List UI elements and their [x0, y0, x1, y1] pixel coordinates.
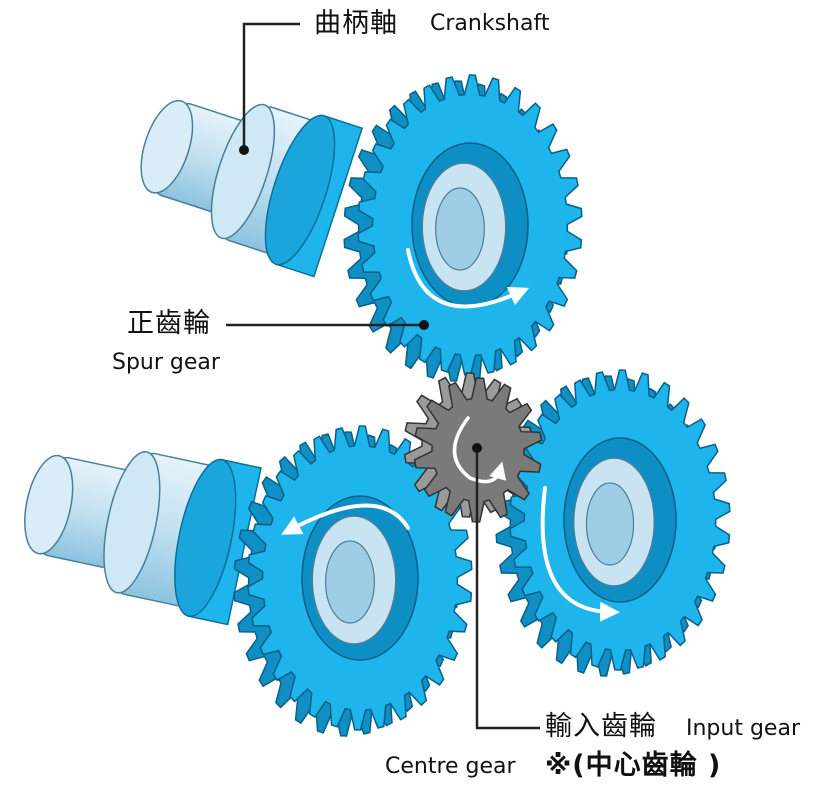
centre-gear-leader — [475, 448, 540, 730]
crankshaft-dot — [239, 145, 249, 155]
crankshaft-label-en: Crankshaft — [430, 11, 550, 36]
curved-arrow-icon — [281, 503, 410, 535]
input-gear-spline — [585, 482, 635, 566]
centre-gear-label-en: Centre gear — [385, 754, 516, 779]
spur-gear-spline — [435, 187, 485, 271]
spur-gear-label-cn: 正齒輪 — [127, 308, 211, 339]
lower-gear — [233, 425, 473, 737]
curved-arrow-icon — [540, 486, 620, 622]
leader-lines — [226, 22, 540, 730]
lower-gear-spline — [325, 540, 375, 624]
leader-dots — [239, 145, 482, 453]
centre-gear-label-cn: ※(中心齒輪 ) — [545, 750, 722, 781]
spur-gear — [343, 74, 583, 382]
centre-gear-dot — [472, 443, 482, 453]
crankshaft-label-cn: 曲柄軸 — [314, 8, 398, 39]
input-gear-label-cn: 輸入齒輪 — [545, 711, 657, 742]
crankshaft-leader — [242, 22, 300, 150]
input-gear-label-en: Input gear — [686, 716, 800, 741]
upper-crankshaft — [140, 99, 364, 278]
curved-arrow-icon — [452, 416, 507, 484]
curved-arrow-icon — [406, 248, 530, 309]
input-gear — [495, 369, 731, 677]
lower-crankshaft — [24, 450, 262, 626]
spur-gear-label-en: Spur gear — [112, 350, 220, 375]
spur-gear-dot — [419, 320, 429, 330]
